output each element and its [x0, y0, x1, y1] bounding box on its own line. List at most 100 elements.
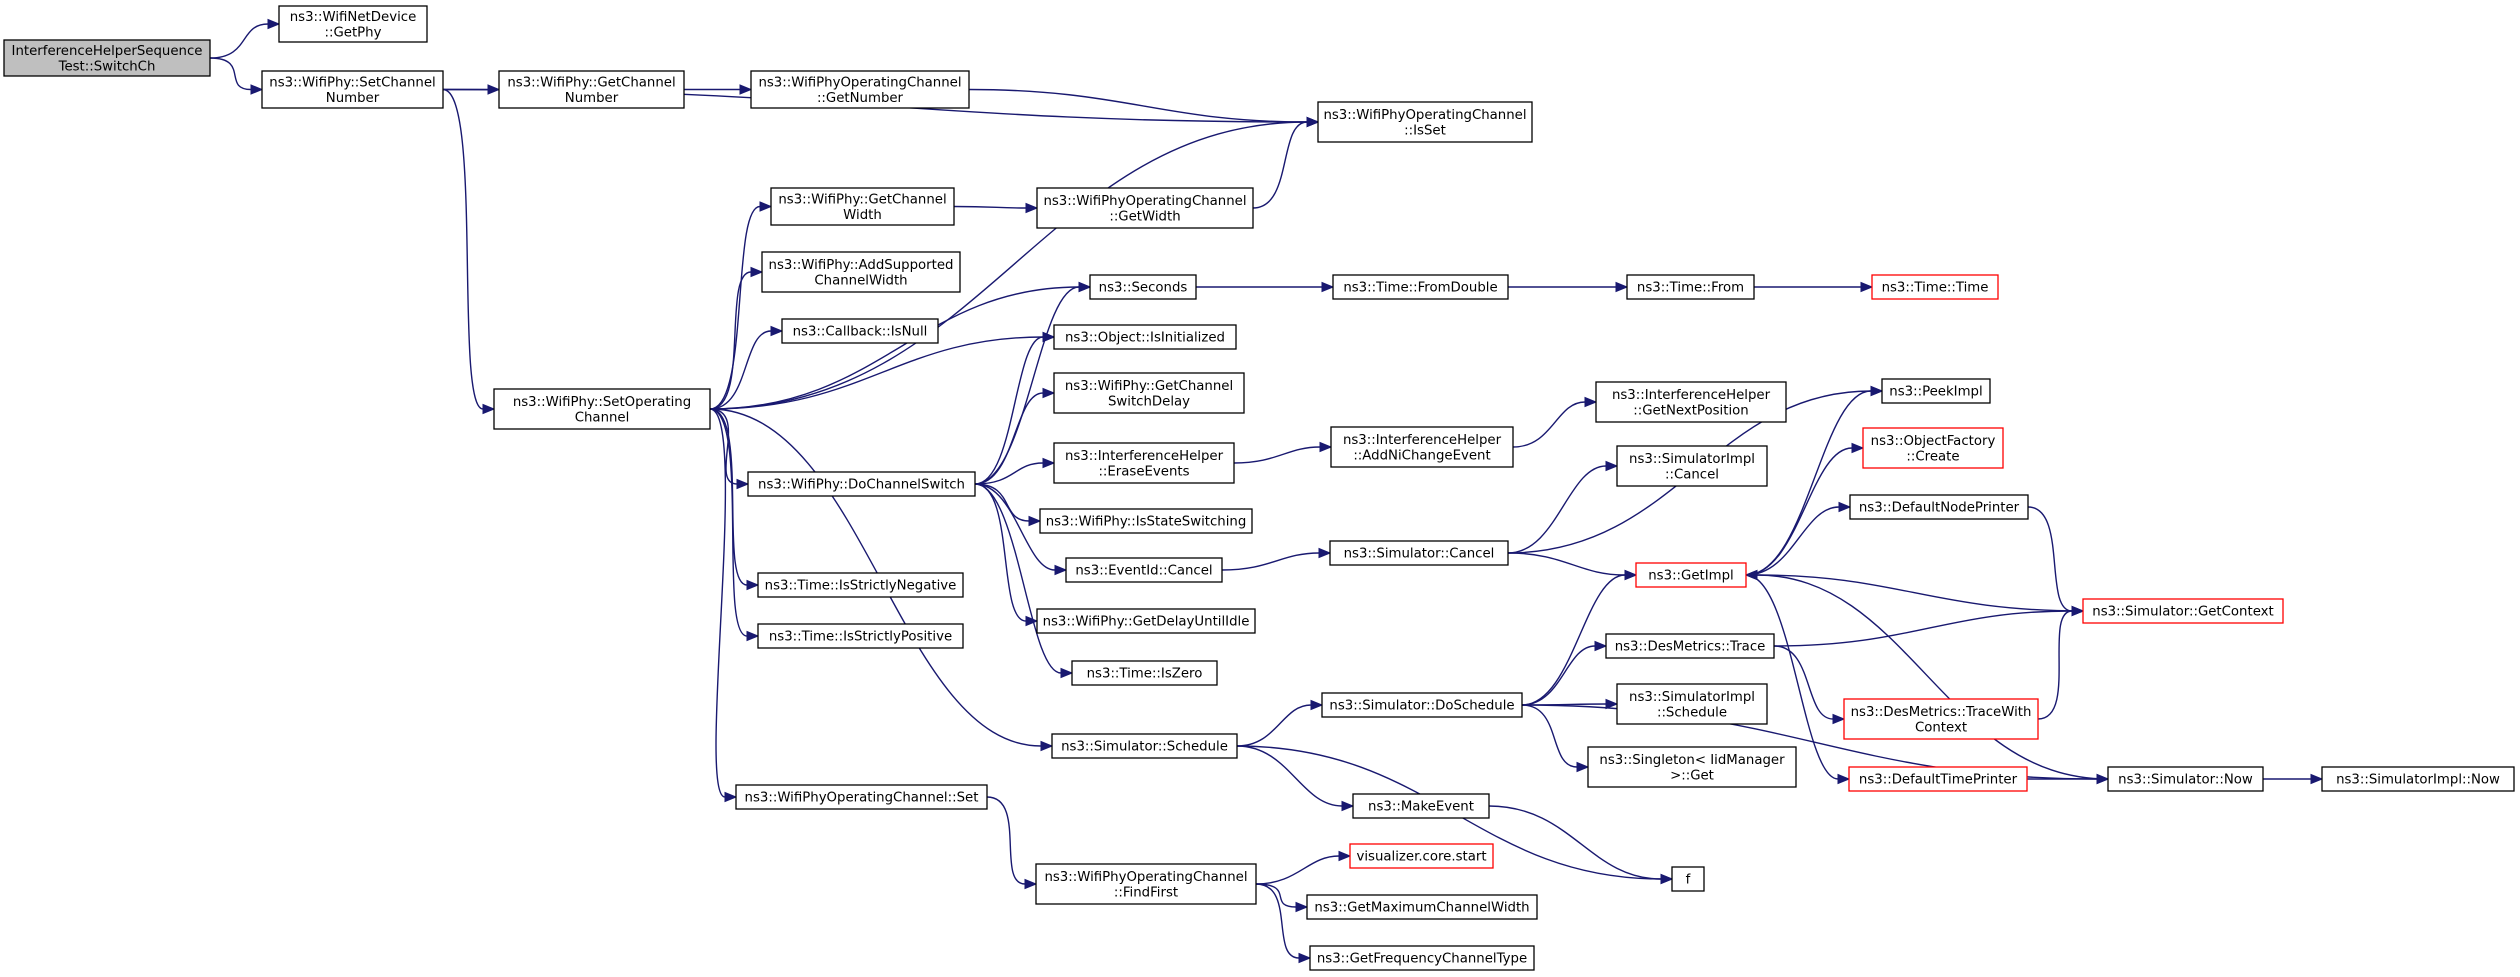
edge-line: [1745, 506, 1840, 576]
node-singleton[interactable]: ns3::Singleton< IidManager >::Get: [1587, 746, 1797, 788]
node-label: ChannelWidth: [814, 273, 907, 288]
node-isset[interactable]: ns3::WifiPhyOperatingChannel::IsSet: [1317, 101, 1533, 143]
arrow-head-icon: [759, 201, 773, 212]
node-getphy[interactable]: ns3::WifiNetDevice::GetPhy: [278, 5, 428, 43]
node-simschedule[interactable]: ns3::Simulator::Schedule: [1051, 733, 1238, 759]
call-edge-root-to-setchnum: [209, 57, 264, 95]
arrow-head-icon: [750, 266, 764, 278]
edge-line: [953, 205, 1027, 209]
node-label: ns3::PeekImpl: [1889, 385, 1982, 400]
node-findfirst[interactable]: ns3::WifiPhyOperatingChannel::FindFirst: [1035, 863, 1257, 905]
node-getnextpos[interactable]: ns3::InterferenceHelper::GetNextPosition: [1595, 381, 1787, 423]
node-label: ns3::MakeEvent: [1368, 800, 1474, 815]
edge-line: [1745, 447, 1853, 576]
node-getimpl[interactable]: ns3::GetImpl: [1635, 562, 1747, 588]
node-from[interactable]: ns3::Time::From: [1626, 274, 1755, 300]
node-label: ns3::WifiPhyOperatingChannel::Set: [745, 791, 979, 806]
arrow-head-icon: [1744, 569, 1758, 581]
node-destrace[interactable]: ns3::DesMetrics::Trace: [1605, 633, 1775, 659]
node-simnow[interactable]: ns3::Simulator::Now: [2107, 766, 2264, 792]
node-getfreqtype[interactable]: ns3::GetFrequencyChannelType: [1309, 945, 1535, 971]
edge-line: [709, 205, 761, 410]
arrow-head-icon: [739, 84, 753, 95]
node-label: ns3::WifiPhyOperatingChannel: [1044, 870, 1247, 885]
node-simcancel[interactable]: ns3::Simulator::Cancel: [1329, 540, 1509, 566]
node-label: ns3::WifiPhy::GetDelayUntilIdle: [1043, 615, 1250, 630]
call-edge-setop-to-strictpos: [709, 408, 760, 642]
node-box: [757, 572, 964, 598]
arrow-head-icon: [1042, 457, 1056, 469]
arrow-head-icon: [1660, 873, 1674, 885]
node-label: ns3::WifiPhy::DoChannelSwitch: [758, 478, 965, 493]
node-label: ns3::DefaultNodePrinter: [1859, 501, 2020, 516]
node-iszero[interactable]: ns3::Time::IsZero: [1071, 660, 1218, 686]
call-edge-seconds-to-fromdouble: [1196, 281, 1335, 293]
arrow-head-icon: [1306, 116, 1320, 128]
node-label: ns3::Simulator::Now: [2118, 773, 2253, 788]
node-label: visualizer.core.start: [1356, 850, 1486, 865]
node-label: f: [1686, 873, 1691, 888]
node-erase[interactable]: ns3::InterferenceHelper::EraseEvents: [1053, 442, 1235, 484]
node-f[interactable]: f: [1671, 866, 1705, 892]
node-label: Context: [1915, 720, 1967, 735]
node-opgetwidth[interactable]: ns3::WifiPhyOperatingChannel::GetWidth: [1036, 187, 1254, 229]
node-label: ns3::WifiPhy::GetChannel: [507, 75, 675, 90]
node-seconds[interactable]: ns3::Seconds: [1089, 274, 1197, 300]
node-simimplsched[interactable]: ns3::SimulatorImpl::Schedule: [1616, 683, 1768, 725]
arrow-head-icon: [724, 791, 738, 803]
node-getcontext[interactable]: ns3::Simulator::GetContext: [2082, 598, 2284, 624]
node-doschedule[interactable]: ns3::Simulator::DoSchedule: [1321, 692, 1523, 718]
node-label: ns3::DefaultTimePrinter: [1859, 773, 2018, 788]
node-opset[interactable]: ns3::WifiPhyOperatingChannel::Set: [735, 784, 988, 810]
node-getmaxcw[interactable]: ns3::GetMaximumChannelWidth: [1306, 894, 1538, 920]
node-box: [1330, 426, 1514, 468]
node-addni[interactable]: ns3::InterferenceHelper::AddNiChangeEven…: [1330, 426, 1514, 468]
node-strictpos[interactable]: ns3::Time::IsStrictlyPositive: [757, 623, 964, 649]
edge-line: [1756, 574, 2109, 780]
node-box: [1671, 866, 1705, 892]
edge-line: [1236, 745, 1343, 807]
arrow-head-icon: [736, 478, 750, 490]
node-box: [261, 70, 444, 109]
edge-line: [1221, 552, 1320, 571]
node-isstatesw[interactable]: ns3::WifiPhy::IsStateSwitching: [1039, 508, 1253, 534]
node-label: Width: [843, 208, 882, 223]
node-isnull[interactable]: ns3::Callback::IsNull: [781, 318, 939, 344]
arrow-head-icon: [1028, 515, 1042, 527]
node-time[interactable]: ns3::Time::Time: [1871, 274, 1999, 300]
node-objfactory[interactable]: ns3::ObjectFactory::Create: [1862, 427, 2004, 469]
node-box: [750, 70, 970, 109]
edge-line: [1773, 645, 1834, 720]
node-defnodeprinter[interactable]: ns3::DefaultNodePrinter: [1849, 494, 2029, 520]
node-getdelayidle[interactable]: ns3::WifiPhy::GetDelayUntilIdle: [1036, 608, 1256, 634]
node-docs[interactable]: ns3::WifiPhy::DoChannelSwitch: [747, 471, 976, 497]
arrow-head-icon: [1615, 281, 1629, 293]
edge-line: [1255, 883, 1300, 959]
node-simimplnow[interactable]: ns3::SimulatorImpl::Now: [2321, 766, 2515, 792]
node-label: ns3::Seconds: [1099, 281, 1188, 296]
node-strictneg[interactable]: ns3::Time::IsStrictlyNegative: [757, 572, 964, 598]
edge-line: [974, 392, 1044, 485]
node-label: ::FindFirst: [1114, 885, 1178, 900]
node-makeevent[interactable]: ns3::MakeEvent: [1352, 793, 1490, 819]
call-edge-setop-to-strictneg: [709, 408, 760, 591]
node-opgetnum[interactable]: ns3::WifiPhyOperatingChannel::GetNumber: [750, 70, 970, 109]
node-label: ns3::Callback::IsNull: [793, 325, 928, 340]
node-evcancel[interactable]: ns3::EventId::Cancel: [1065, 557, 1223, 583]
node-vizstart[interactable]: visualizer.core.start: [1349, 843, 1494, 869]
node-simimplcancel[interactable]: ns3::SimulatorImpl::Cancel: [1616, 445, 1768, 487]
node-label: ns3::WifiPhy::AddSupported: [769, 258, 954, 273]
node-fromdouble[interactable]: ns3::Time::FromDouble: [1332, 274, 1509, 300]
node-peekimpl[interactable]: ns3::PeekImpl: [1881, 378, 1991, 404]
call-edge-makeevent-to-f: [1488, 805, 1674, 885]
node-deftimeprinter[interactable]: ns3::DefaultTimePrinter: [1848, 766, 2028, 792]
node-isinit[interactable]: ns3::Object::IsInitialized: [1053, 324, 1237, 350]
